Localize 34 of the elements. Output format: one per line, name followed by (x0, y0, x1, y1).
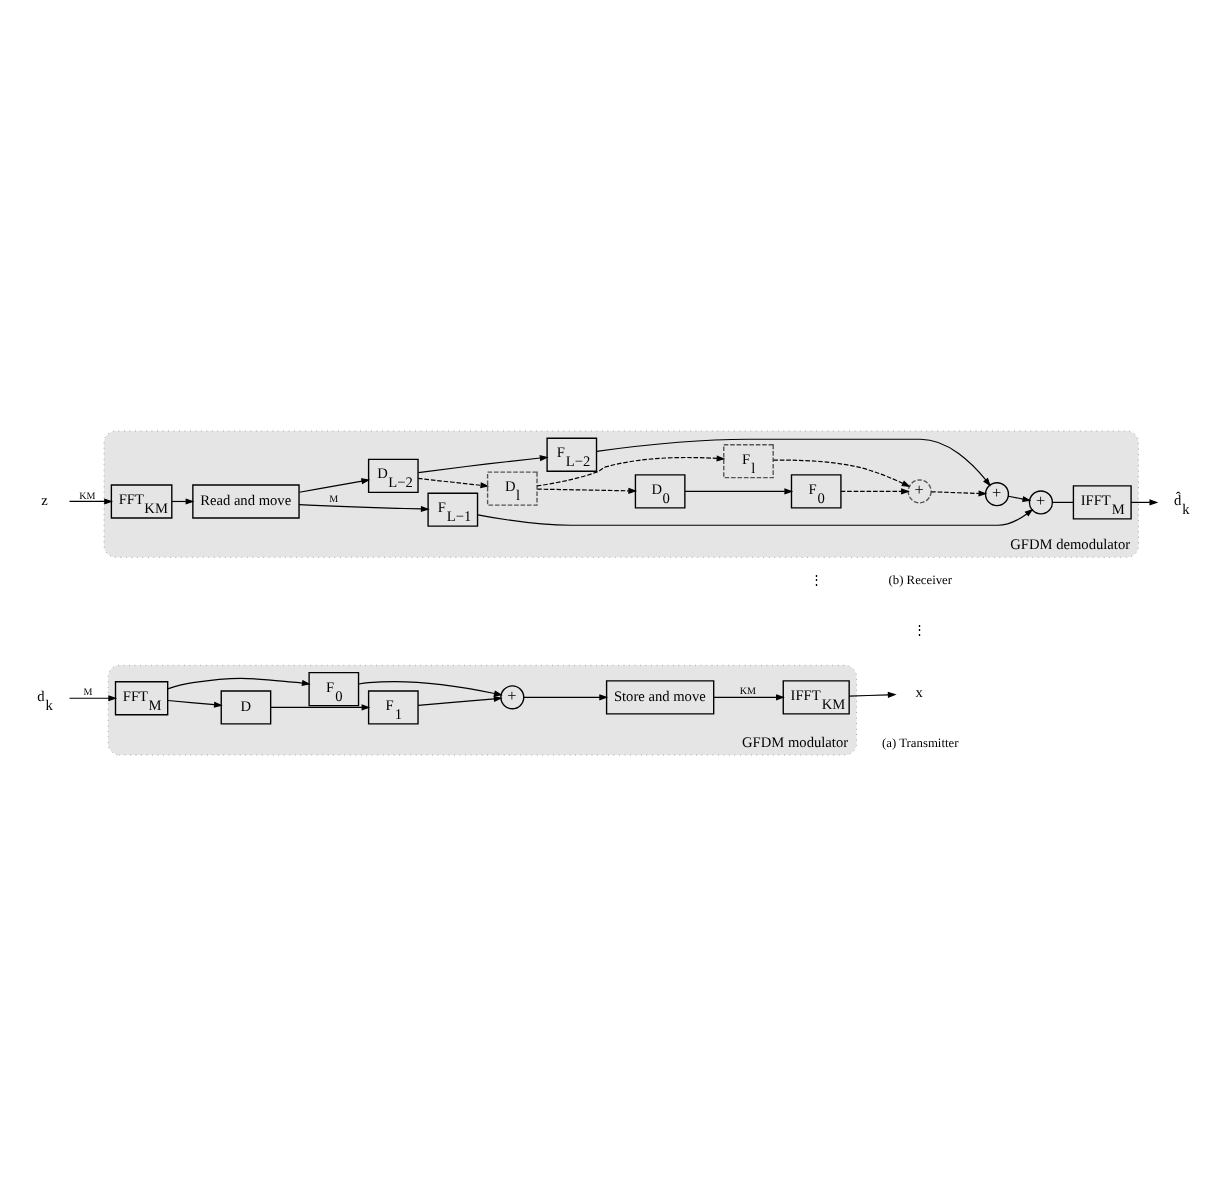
arrow (167, 698, 223, 707)
arrow (596, 437, 991, 486)
arrow (417, 694, 503, 705)
arrow (167, 676, 311, 689)
arrow (1007, 494, 1032, 501)
arrow (930, 489, 988, 496)
arrow (1130, 498, 1159, 505)
arrow (298, 503, 430, 512)
node-circle: + (1028, 489, 1054, 514)
arrow (848, 690, 897, 697)
arrow (523, 693, 609, 700)
node-box: D (220, 689, 272, 724)
node-circle: + (500, 684, 525, 709)
node-box: Read and move (192, 483, 300, 518)
node-text: x⃗ (915, 682, 935, 701)
node-circle: + (984, 481, 1010, 506)
arrow (417, 454, 549, 473)
arrow (772, 458, 911, 487)
arrow (270, 703, 371, 710)
arrow (417, 476, 490, 488)
arrow (358, 680, 503, 696)
node-text: z⃗ (41, 489, 60, 508)
arrow (536, 486, 638, 493)
arrow (840, 487, 910, 494)
node-circle: + (907, 478, 932, 503)
arrow (68, 497, 114, 504)
node-box: Store and move (605, 679, 715, 714)
arrow (536, 454, 726, 486)
arrow (713, 693, 785, 700)
arrow (68, 694, 118, 701)
connector (1051, 500, 1074, 502)
arrow (298, 477, 371, 492)
arrow (684, 487, 794, 494)
arrow (477, 507, 1034, 525)
